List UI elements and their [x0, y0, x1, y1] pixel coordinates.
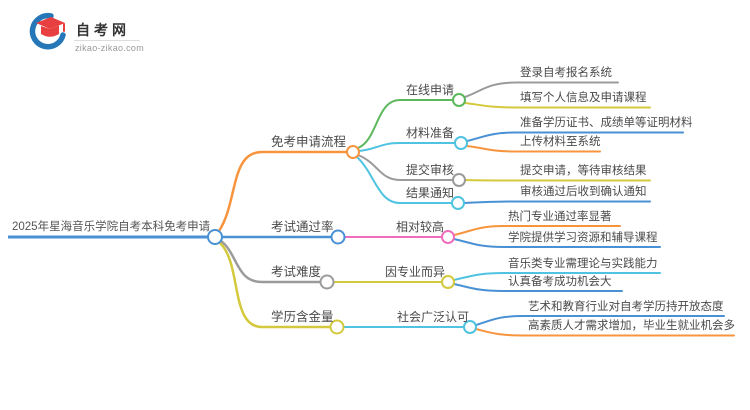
- node-material-prep: [454, 136, 468, 150]
- node-degree-value: [329, 319, 345, 335]
- node-pass-rate: [330, 229, 346, 245]
- edge-online-apply: [357, 99, 454, 149]
- logo-domain: zikao-zikao.com: [75, 43, 145, 53]
- leaf-label-open-attitude: 艺术和教育行业对自考学历持开放态度: [528, 301, 724, 313]
- edge-material-prep: [358, 142, 456, 152]
- leaf-label-popular-majors: 热门专业通过率显著: [508, 211, 612, 223]
- edge-degree-value: [218, 241, 332, 329]
- leaf-label-login-system: 登录自考报名系统: [520, 67, 612, 79]
- branch-label-pass-rate: 考试通过率: [271, 220, 334, 234]
- edge-leaf-college-resources: [453, 238, 661, 248]
- leaf-label-upload: 上传材料至系统: [520, 136, 601, 148]
- leaf-label-confirm-notice: 审核通过后收到确认通知: [520, 186, 647, 198]
- sub-label-material-prep: 材料准备: [406, 126, 455, 140]
- node-varies-by-major: [441, 275, 455, 289]
- sub-label-relatively-high: 相对较高: [396, 220, 445, 234]
- logo-divider: [74, 40, 140, 41]
- edge-leaf-login-system: [464, 81, 619, 98]
- branch-label-difficulty: 考试难度: [271, 265, 322, 279]
- node-difficulty: [319, 274, 335, 290]
- sub-label-submit-review: 提交审核: [406, 163, 455, 177]
- edge-application-process: [217, 150, 349, 233]
- edge-leaf-upload: [466, 145, 601, 153]
- edge-leaf-job-opportunities: [475, 328, 735, 337]
- sub-label-online-apply: 在线申请: [406, 83, 455, 97]
- sub-label-result-notice: 结果通知: [406, 186, 455, 200]
- edge-result-notice: [356, 156, 452, 204]
- site-logo: 自考网 zikao-zikao.com: [24, 10, 174, 58]
- node-relatively-high: [441, 230, 455, 244]
- node-submit-review: [452, 173, 466, 187]
- edge-leaf-prepare-certs: [466, 131, 684, 142]
- leaf-label-wait-review: 提交申请，等待审核结果: [520, 165, 647, 177]
- node-root: [207, 229, 223, 245]
- leaf-label-fill-info: 填写个人信息及申请课程: [520, 92, 647, 104]
- edge-leaf-wait-review: [464, 179, 651, 182]
- edge-leaf-fill-info: [464, 102, 651, 109]
- edge-leaf-open-attitude: [475, 315, 725, 326]
- graduation-cap-icon: [29, 12, 66, 50]
- leaf-label-theory-practice: 音乐类专业需理论与实践能力: [508, 258, 658, 270]
- edge-leaf-serious-prep: [453, 283, 623, 292]
- root-label: 2025年星海音乐学院自考本科免考申请: [12, 221, 211, 233]
- node-online-apply: [452, 93, 466, 107]
- edge-leaf-popular-majors: [453, 225, 621, 236]
- sub-label-widely-recognized: 社会广泛认可: [397, 310, 470, 324]
- cap-top: [36, 17, 65, 29]
- logo-swoosh: [29, 12, 66, 50]
- edge-submit-review: [357, 154, 453, 181]
- edge-leaf-confirm-notice: [463, 200, 651, 204]
- branch-label-degree-value: 学历含金量: [271, 310, 334, 324]
- leaf-label-serious-prep: 认真备考成功机会大: [508, 276, 612, 288]
- leaf-label-job-opportunities: 高素质人才需求增加，毕业生就业机会多: [528, 320, 735, 332]
- leaf-label-college-resources: 学院提供学习资源和辅导课程: [508, 232, 658, 244]
- edge-difficulty: [219, 239, 322, 284]
- sub-label-varies-by-major: 因专业而异: [385, 265, 446, 279]
- logo-title: 自考网: [76, 22, 130, 38]
- node-widely-recognized: [463, 320, 477, 334]
- edge-leaf-theory-practice: [453, 272, 661, 281]
- branch-label-application-process: 免考申请流程: [271, 135, 347, 149]
- cap-base: [41, 25, 59, 37]
- leaf-label-prepare-certs: 准备学历证书、成绩单等证明材料: [520, 117, 693, 129]
- node-result-notice: [451, 196, 465, 210]
- node-application-process: [346, 145, 360, 159]
